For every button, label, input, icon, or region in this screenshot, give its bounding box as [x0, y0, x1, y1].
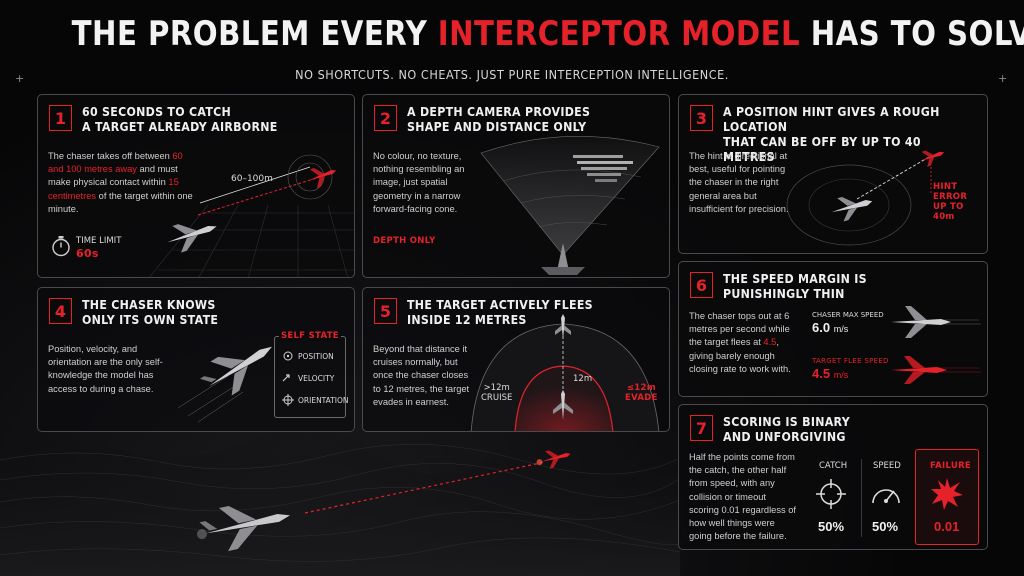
- catch-value: 50%: [818, 519, 845, 534]
- panel-self-state: 4 THE CHASER KNOWS ONLY ITS OWN STATE Po…: [37, 287, 355, 432]
- flee-zone-graphic: [470, 314, 660, 431]
- panel-title: THE SPEED MARGIN IS PUNISHINGLY THIN: [723, 272, 867, 301]
- chaser-speed-label: CHASER MAX SPEED: [812, 311, 884, 319]
- speedometer-icon: [872, 489, 900, 504]
- panel-body-text: Position, velocity, and orientation are …: [48, 344, 163, 394]
- panel-speed-margin: 6 THE SPEED MARGIN IS PUNISHINGLY THIN T…: [678, 261, 988, 397]
- chaser-speed-value: 6.0 m/s: [812, 320, 849, 335]
- panel-number: 5: [374, 298, 397, 324]
- speed-jets-graphic: [891, 306, 981, 384]
- velocity-icon: [282, 374, 290, 382]
- panel-title: A DEPTH CAMERA PROVIDES SHAPE AND DISTAN…: [407, 105, 591, 134]
- speed-label: SPEED: [873, 461, 901, 471]
- radius-label: 12m: [573, 374, 593, 384]
- target-jet-icon: [919, 150, 945, 167]
- chaser-jet-icon: [891, 306, 951, 338]
- hint-error-label: HINT ERROR UP TO 40m: [933, 182, 968, 222]
- stopwatch-icon: [52, 236, 70, 257]
- time-limit-label: TIME LIMIT: [76, 236, 122, 246]
- failure-box: [915, 449, 979, 545]
- panel-body-text: Half the points come from the catch, the…: [689, 452, 796, 542]
- page-title: THE PROBLEM EVERY INTERCEPTOR MODEL HAS …: [71, 14, 1024, 54]
- depth-only-tag: DEPTH ONLY: [373, 236, 436, 246]
- chaser-jet-icon: [199, 346, 272, 396]
- panel-body-text: The chaser takes off between 60 and 100 …: [48, 151, 193, 214]
- panel-number: 2: [374, 105, 397, 131]
- panel-body-text: No colour, no texture, nothing resemblin…: [373, 151, 465, 214]
- chaser-jet-icon: [167, 224, 217, 253]
- catch-label: CATCH: [819, 461, 848, 471]
- panel-position-hint: 3 A POSITION HINT GIVES A ROUGH LOCATION…: [678, 94, 988, 254]
- time-limit-value: 60s: [76, 247, 99, 260]
- self-state-item: ORIENTATION: [298, 396, 349, 405]
- chaser-jet-icon: [553, 390, 573, 420]
- panel-title: THE CHASER KNOWS ONLY ITS OWN STATE: [82, 298, 219, 327]
- cruise-label: >12m CRUISE: [481, 383, 513, 403]
- chaser-jet-icon: [541, 243, 585, 275]
- panel-title: SCORING IS BINARY AND UNFORGIVING: [723, 415, 850, 444]
- plus-marker-icon: +: [998, 72, 1008, 85]
- panel-number: 7: [690, 415, 713, 441]
- target-speed-label: TARGET FLEE SPEED: [812, 357, 889, 365]
- crosshair-icon: [816, 479, 846, 509]
- panel-number: 6: [690, 272, 713, 298]
- panel-title: A POSITION HINT GIVES A ROUGH LOCATION T…: [723, 105, 940, 164]
- panel-body-text: The hint is directional at best, useful …: [689, 151, 789, 214]
- self-state-title: SELF STATE: [279, 331, 341, 341]
- failure-label: FAILURE: [930, 461, 972, 471]
- panel-number: 1: [49, 105, 72, 131]
- panel-body-text: Beyond that distance it cruises normally…: [373, 344, 470, 407]
- panel-title: 60 SECONDS TO CATCH A TARGET ALREADY AIR…: [82, 105, 278, 134]
- distance-label: 60–100m: [231, 174, 273, 184]
- self-state-item: POSITION: [298, 352, 334, 361]
- panel-scoring: 7 SCORING IS BINARY AND UNFORGIVING Half…: [678, 404, 988, 550]
- panel-number: 4: [49, 298, 72, 324]
- target-jet-icon: [307, 167, 337, 189]
- chaser-jet-icon: [196, 505, 290, 552]
- plus-marker-icon: +: [15, 72, 25, 85]
- panel-body-text: The chaser tops out at 6 metres per seco…: [689, 311, 791, 374]
- panel-title: THE TARGET ACTIVELY FLEES INSIDE 12 METR…: [407, 298, 593, 327]
- hint-radar-graphic: [786, 150, 945, 246]
- score-divider: [861, 459, 862, 537]
- depth-cone-graphic: [480, 136, 660, 275]
- explosion-icon: [931, 478, 963, 510]
- panel-number: 3: [690, 105, 713, 131]
- grid-floor: [149, 154, 354, 277]
- page-subtitle: NO SHORTCUTS. NO CHEATS. JUST PURE INTER…: [295, 67, 729, 82]
- panel-depth-camera: 2 A DEPTH CAMERA PROVIDES SHAPE AND DIST…: [362, 94, 670, 278]
- panel-time-limit: 1 60 SECONDS TO CATCH A TARGET ALREADY A…: [37, 94, 355, 278]
- position-icon: [283, 351, 293, 361]
- target-jet-icon: [555, 314, 571, 340]
- speed-value: 50%: [872, 519, 899, 534]
- target-speed-value: 4.5 m/s: [812, 366, 849, 381]
- self-state-item: VELOCITY: [298, 374, 335, 383]
- orientation-icon: [282, 394, 294, 406]
- chaser-jet-graphic: [177, 346, 272, 423]
- target-jet-icon: [536, 450, 571, 469]
- panel-flee-zone: 5 THE TARGET ACTIVELY FLEES INSIDE 12 ME…: [362, 287, 670, 432]
- chaser-jet-icon: [831, 196, 873, 222]
- evade-label: ≤12m EVADE: [625, 383, 658, 403]
- failure-value: 0.01: [934, 519, 960, 534]
- target-jet-icon: [891, 356, 947, 384]
